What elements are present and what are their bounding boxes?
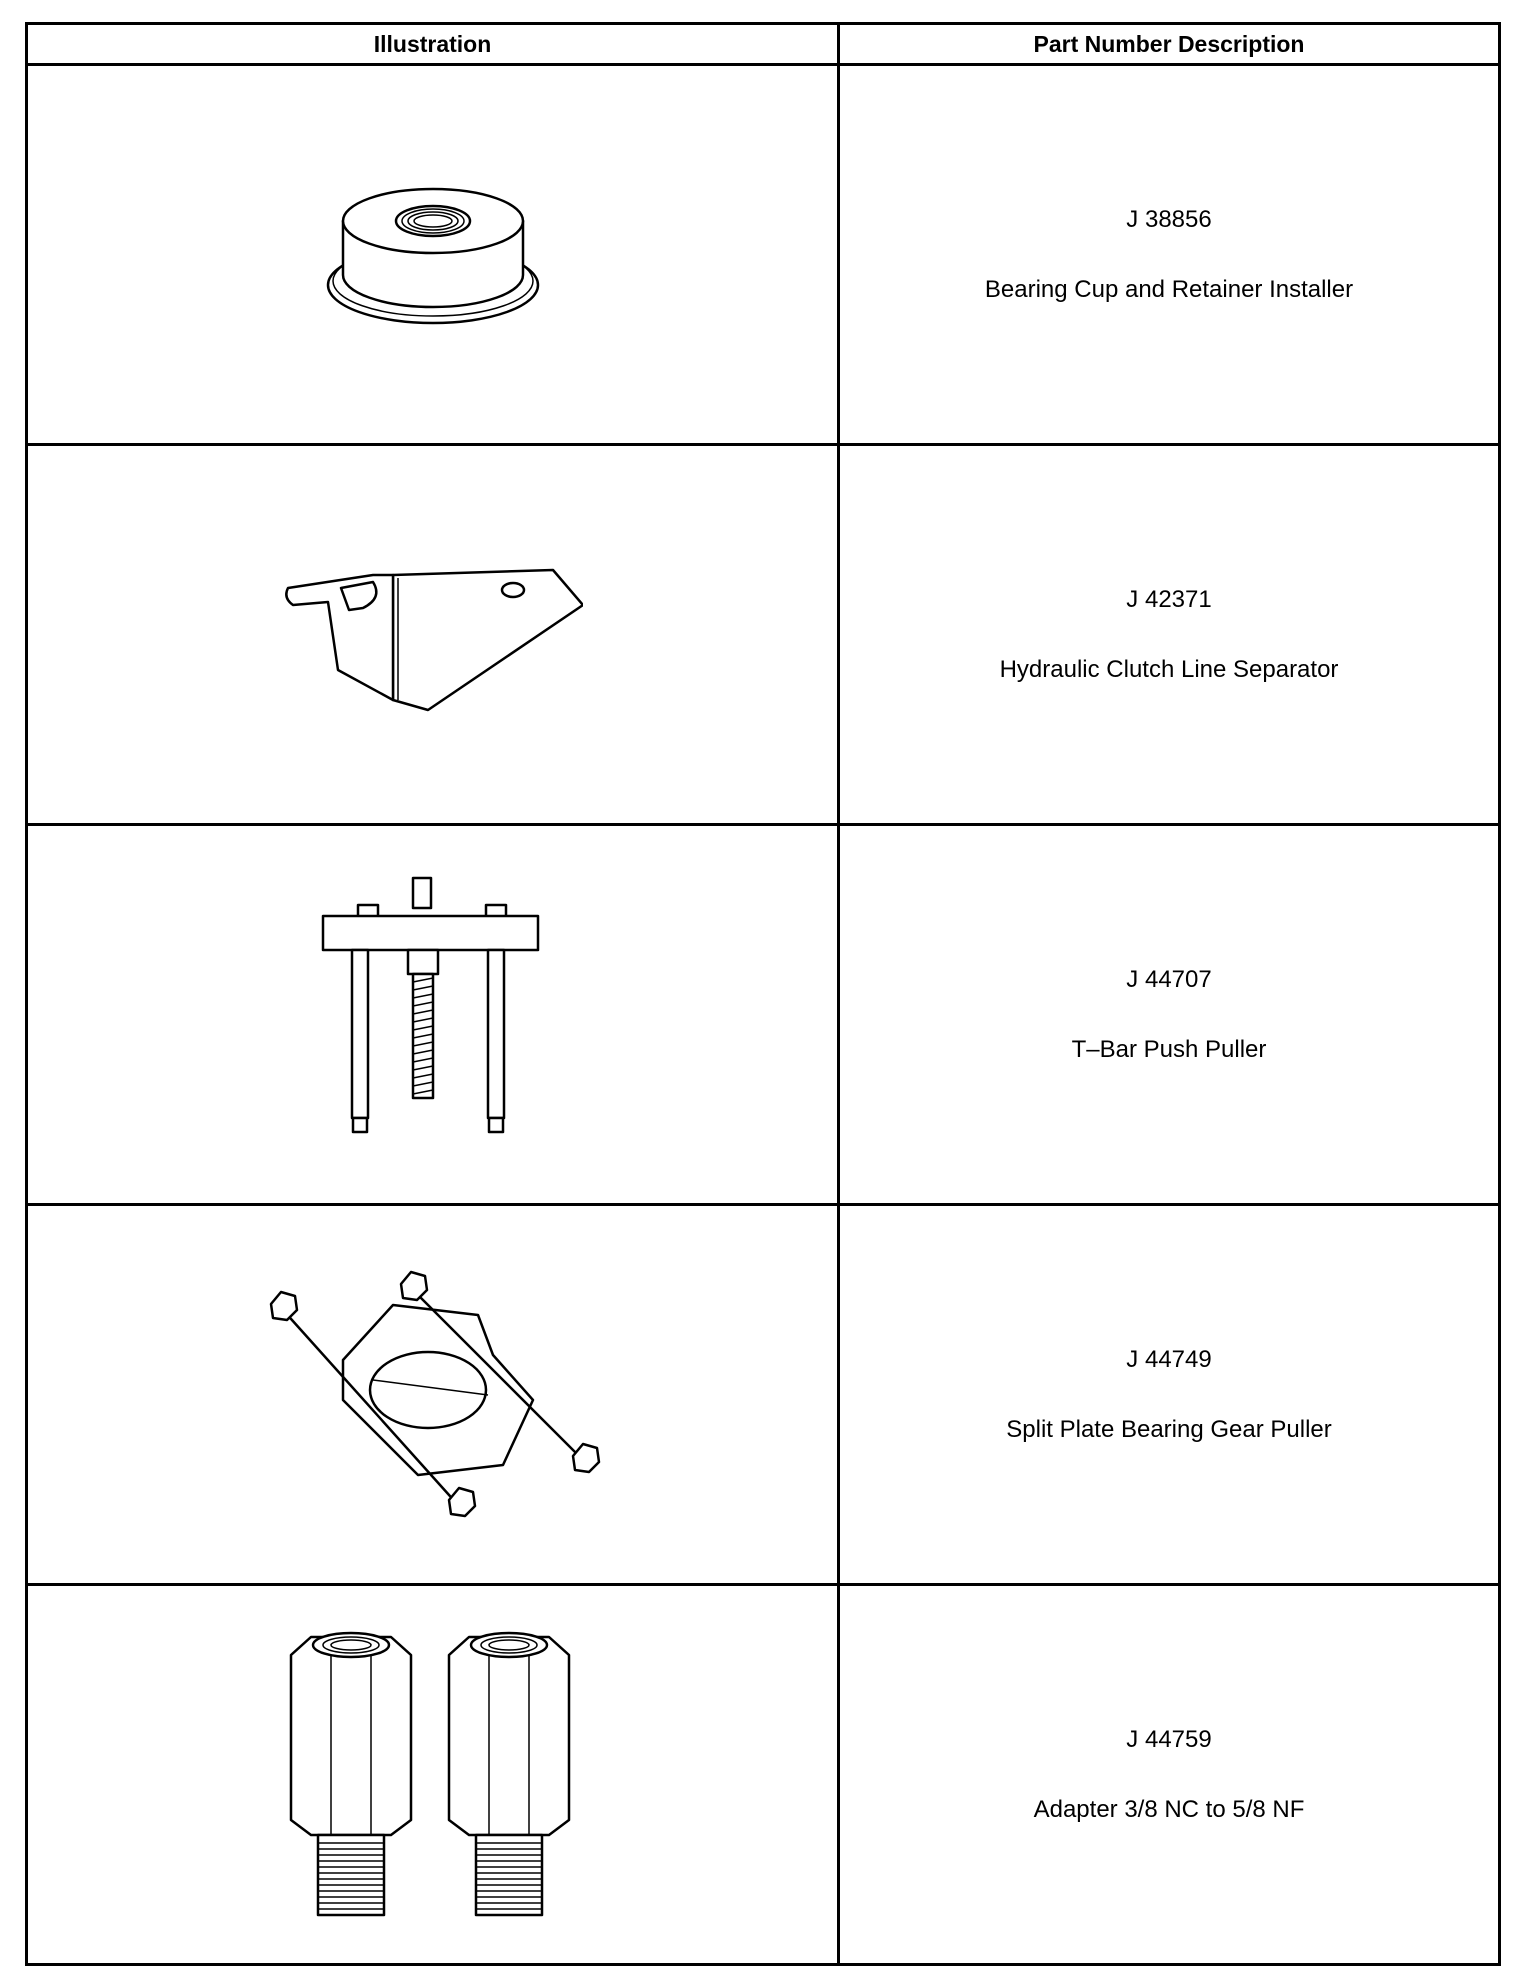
description-cell: J 38856 Bearing Cup and Retainer Install… — [837, 63, 1501, 446]
special-tools-table: Illustration Part Number Description J — [25, 22, 1501, 1966]
part-number: J 44759 — [1126, 1725, 1212, 1753]
table-row: J 44707 T–Bar Push Puller — [25, 823, 1501, 1206]
illustration-cell — [25, 63, 840, 446]
part-number: J 42371 — [1126, 585, 1212, 613]
description-cell: J 44707 T–Bar Push Puller — [837, 823, 1501, 1206]
part-number: J 44749 — [1126, 1345, 1212, 1373]
part-number: J 38856 — [1126, 205, 1212, 233]
table-row: J 42371 Hydraulic Clutch Line Separator — [25, 443, 1501, 826]
part-description: Adapter 3/8 NC to 5/8 NF — [1033, 1795, 1305, 1823]
t-bar-puller-icon — [321, 876, 539, 1133]
illustration-header: Illustration — [25, 22, 840, 66]
part-description: Bearing Cup and Retainer Installer — [984, 275, 1354, 303]
split-plate-puller-icon — [269, 1270, 600, 1517]
illustration-cell — [25, 1583, 840, 1966]
description-cell: J 42371 Hydraulic Clutch Line Separator — [837, 443, 1501, 826]
illustration-cell — [25, 443, 840, 826]
part-number: J 44707 — [1126, 965, 1212, 993]
part-description: T–Bar Push Puller — [1071, 1035, 1267, 1063]
table-row: J 44749 Split Plate Bearing Gear Puller — [25, 1203, 1501, 1586]
table-row: J 44759 Adapter 3/8 NC to 5/8 NF — [25, 1583, 1501, 1966]
table-row: J 38856 Bearing Cup and Retainer Install… — [25, 63, 1501, 446]
part-description-header: Part Number Description — [837, 22, 1501, 66]
illustration-cell — [25, 1203, 840, 1586]
description-cell: J 44759 Adapter 3/8 NC to 5/8 NF — [837, 1583, 1501, 1966]
illustration-cell — [25, 823, 840, 1206]
description-cell: J 44749 Split Plate Bearing Gear Puller — [837, 1203, 1501, 1586]
table-header-row: Illustration Part Number Description — [25, 22, 1501, 66]
part-description: Hydraulic Clutch Line Separator — [999, 655, 1339, 683]
bearing-cup-installer-icon — [326, 187, 539, 324]
adapter-icon — [289, 1631, 570, 1916]
clutch-line-separator-icon — [284, 568, 583, 711]
part-description: Split Plate Bearing Gear Puller — [1006, 1415, 1332, 1443]
